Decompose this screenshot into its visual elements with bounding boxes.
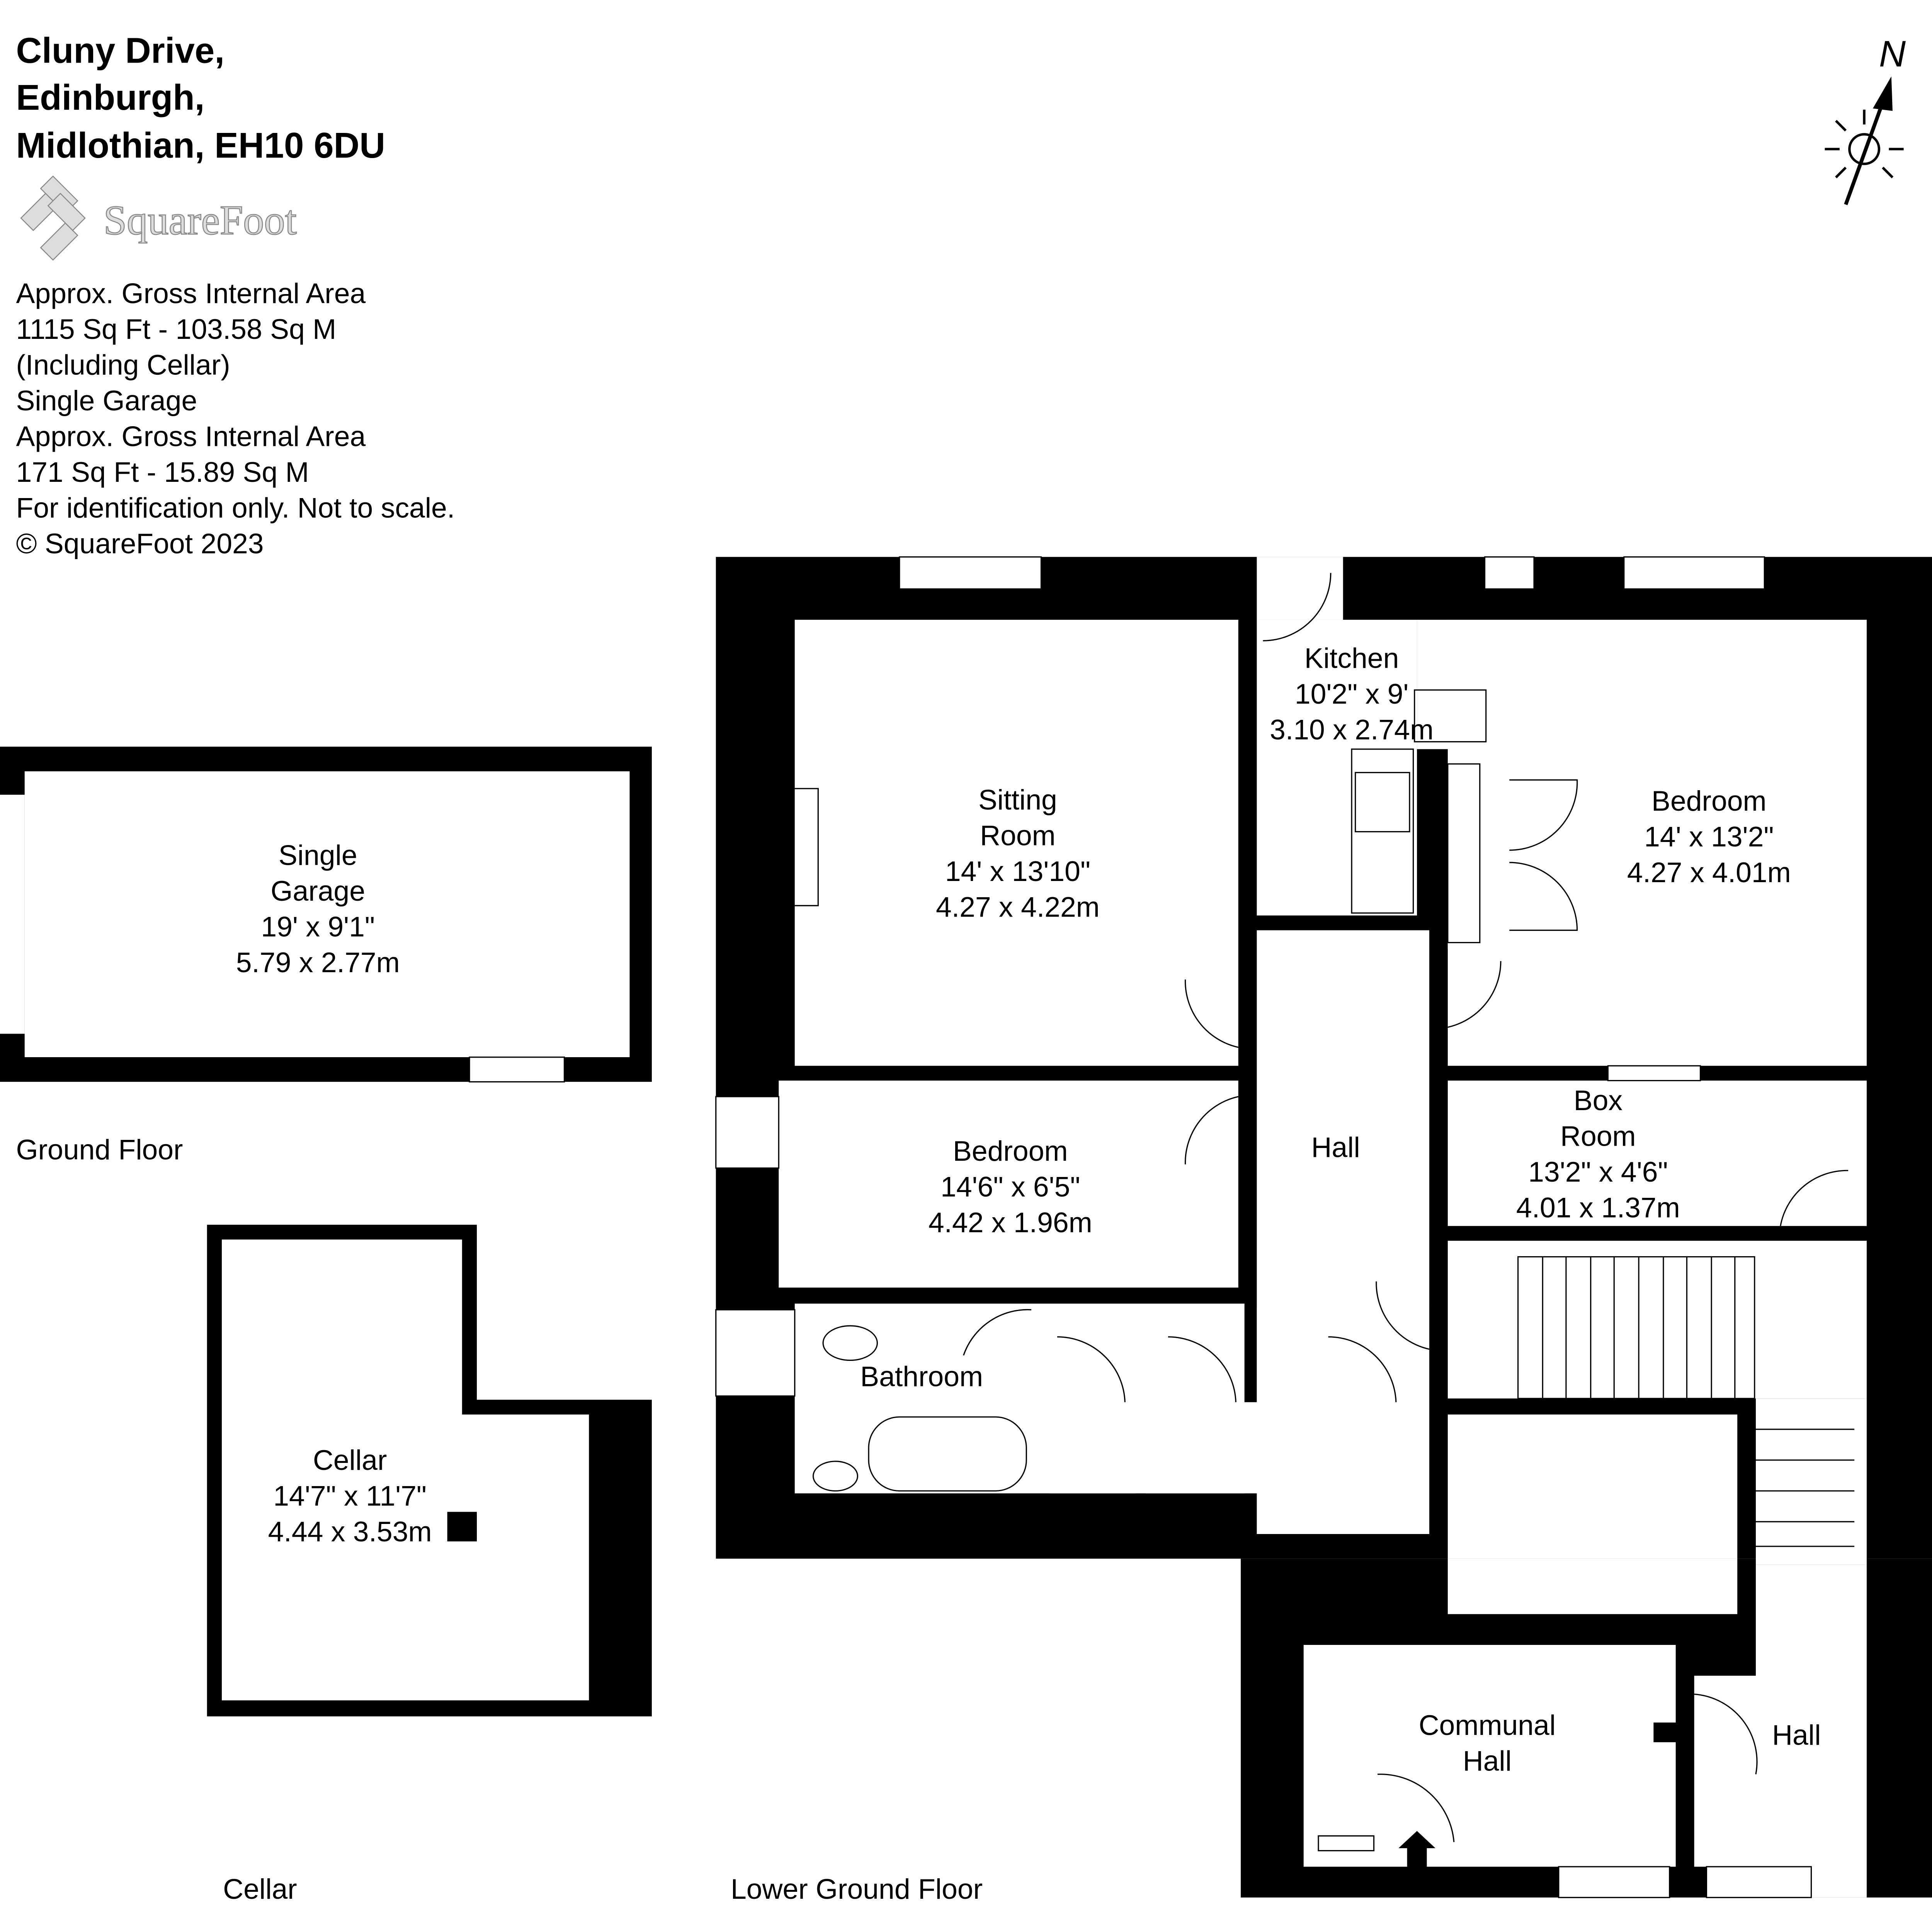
room-size-imperial: 14' x 13'10" <box>945 855 1090 887</box>
room-size-imperial: 14'7" x 11'7" <box>273 1480 427 1512</box>
room-size-metric: 4.01 x 1.37m <box>1516 1192 1680 1224</box>
info-line: Approx. Gross Internal Area <box>16 277 366 309</box>
info-line: © SquareFoot 2023 <box>16 528 264 560</box>
floor-label-cellar: Cellar <box>223 1873 297 1905</box>
room-name: Room <box>980 820 1056 852</box>
room-name: Garage <box>270 875 365 907</box>
room-size-metric: 4.27 x 4.01m <box>1627 857 1791 888</box>
room-name: Hall <box>1772 1719 1821 1751</box>
room-name: Kitchen <box>1304 642 1399 674</box>
room-size-metric: 4.27 x 4.22m <box>936 891 1100 923</box>
room-size-metric: 3.10 x 2.74m <box>1270 714 1434 745</box>
room-name: Communal <box>1419 1709 1556 1741</box>
room-size-metric: 4.44 x 3.53m <box>268 1516 432 1548</box>
squarefoot-logo: SquareFoot <box>20 175 297 261</box>
room-name: Box <box>1574 1085 1622 1116</box>
address-line: Edinburgh, <box>16 77 204 117</box>
room-size-imperial: 13'2" x 4'6" <box>1528 1156 1668 1188</box>
single-garage: Single Garage 19' x 9'1" 5.79 x 2.77m <box>0 747 652 1083</box>
info-line: 1115 Sq Ft - 103.58 Sq M <box>16 313 336 345</box>
address-line: Cluny Drive, <box>16 31 224 71</box>
address-line: Midlothian, EH10 6DU <box>16 125 385 165</box>
room-name: Hall <box>1311 1131 1360 1163</box>
room-name: Bedroom <box>953 1135 1068 1167</box>
info-line: Approx. Gross Internal Area <box>16 420 366 452</box>
room-size-metric: 4.42 x 1.96m <box>929 1207 1092 1238</box>
floor-label-ground: Ground Floor <box>16 1134 183 1166</box>
room-name: Cellar <box>313 1444 387 1476</box>
room-name: Hall <box>1463 1745 1512 1777</box>
info-line: 171 Sq Ft - 15.89 Sq M <box>16 456 309 488</box>
info-line: For identification only. Not to scale. <box>16 492 455 524</box>
north-label: N <box>1879 33 1906 75</box>
room-size-imperial: 14'6" x 6'5" <box>940 1171 1080 1202</box>
room-name: Single <box>279 840 357 871</box>
room-size-imperial: 14' x 13'2" <box>1644 821 1774 853</box>
room-name: Bedroom <box>1651 785 1767 817</box>
lower-ground-floor: Sitting Room 14' x 13'10" 4.27 x 4.22m K… <box>715 556 1932 1898</box>
north-sun-icon: N <box>1825 33 1906 205</box>
room-size-imperial: 19' x 9'1" <box>261 911 375 942</box>
cellar: Cellar 14'7" x 11'7" 4.44 x 3.53m <box>207 1225 652 1716</box>
room-name: Bathroom <box>860 1361 983 1392</box>
floor-label-lower-ground: Lower Ground Floor <box>731 1873 983 1905</box>
address: Cluny Drive, Edinburgh, Midlothian, EH10… <box>16 31 385 166</box>
area-info: Approx. Gross Internal Area 1115 Sq Ft -… <box>16 277 455 559</box>
info-line: Single Garage <box>16 385 197 417</box>
info-line: (Including Cellar) <box>16 349 230 381</box>
room-size-imperial: 10'2" x 9' <box>1295 678 1409 710</box>
room-name: Room <box>1560 1121 1636 1152</box>
logo-text: SquareFoot <box>104 197 297 243</box>
room-size-metric: 5.79 x 2.77m <box>236 947 400 978</box>
room-name: Sitting <box>978 784 1057 816</box>
